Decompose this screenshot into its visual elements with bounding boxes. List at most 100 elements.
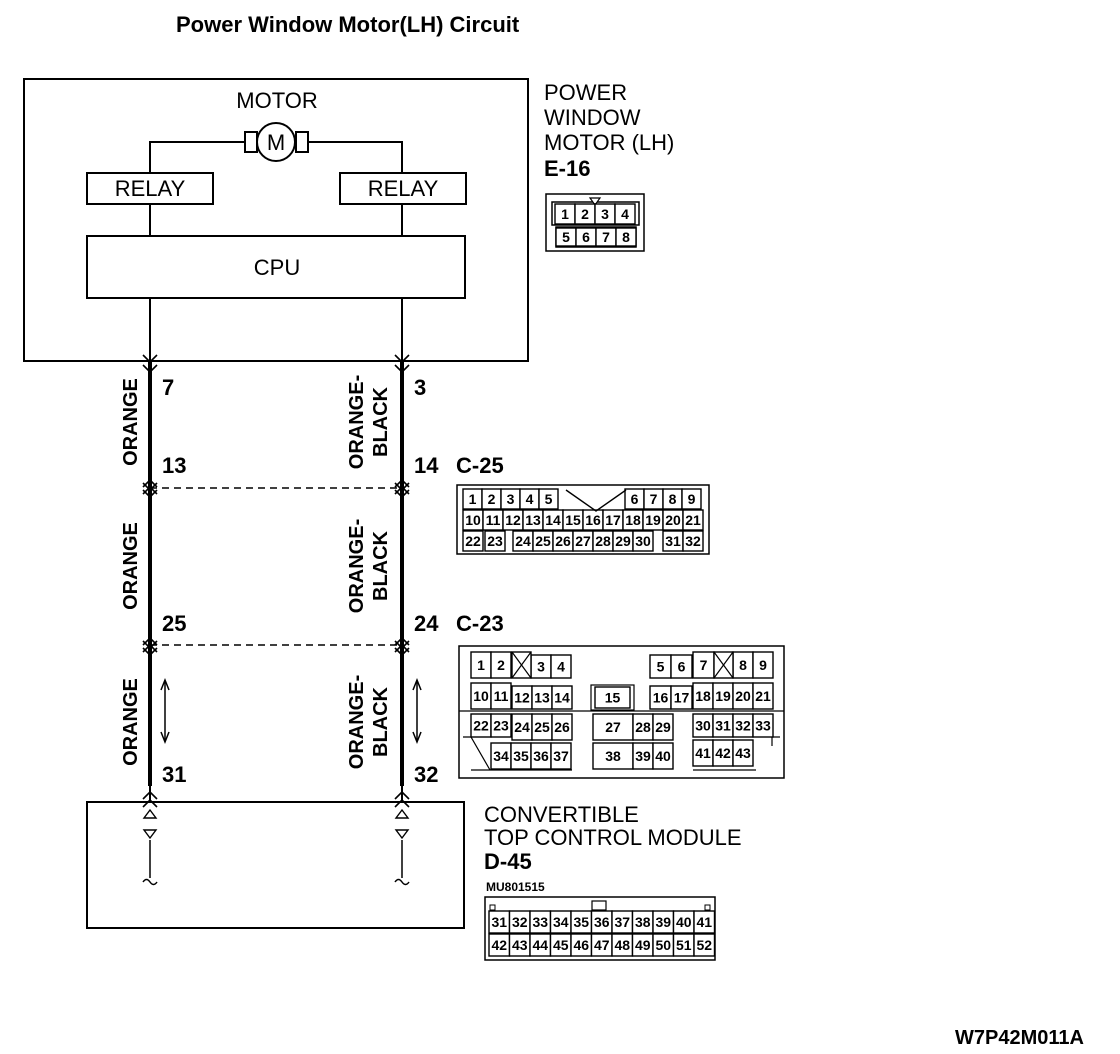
d45-pin-35: 35 — [570, 910, 593, 934]
svg-text:25: 25 — [535, 533, 551, 549]
c23-pin-18: 18 — [692, 682, 714, 710]
d45-pin-38: 38 — [631, 910, 654, 934]
c25-pin-17: 17 — [602, 509, 624, 531]
svg-text:25: 25 — [534, 719, 550, 735]
svg-text:6: 6 — [582, 229, 590, 245]
svg-text:26: 26 — [555, 533, 571, 549]
svg-text:20: 20 — [665, 512, 681, 528]
c25-pin-29: 29 — [612, 530, 634, 552]
svg-text:32: 32 — [685, 533, 701, 549]
c23-pin-20: 20 — [732, 682, 754, 710]
cpu-label: CPU — [254, 255, 300, 280]
c25-pin-13: 13 — [522, 509, 544, 531]
d45-pin-47: 47 — [590, 933, 613, 957]
e16-pin-1: 1 — [554, 203, 576, 225]
power-window-motor-label: POWER WINDOW MOTOR (LH) E-16 — [544, 80, 674, 181]
c25-pin-25: 25 — [532, 530, 554, 552]
d45-pin-36: 36 — [590, 910, 613, 934]
svg-text:26: 26 — [554, 719, 570, 735]
c23-pin-3: 3 — [530, 654, 552, 679]
svg-text:45: 45 — [553, 937, 569, 953]
c23-pin-2: 2 — [490, 651, 512, 679]
c25-pin-19: 19 — [642, 509, 664, 531]
svg-text:8: 8 — [669, 491, 677, 507]
d45-pin-41: 41 — [693, 910, 716, 934]
pin-right-d45: 32 — [414, 762, 438, 787]
svg-text:9: 9 — [688, 491, 696, 507]
svg-text:12: 12 — [505, 512, 521, 528]
d45-pin-45: 45 — [549, 933, 572, 957]
svg-text:24: 24 — [515, 533, 531, 549]
svg-text:28: 28 — [635, 719, 651, 735]
svg-text:47: 47 — [594, 937, 610, 953]
d45-pin-33: 33 — [529, 910, 552, 934]
pin-right-e16: 3 — [414, 375, 426, 400]
svg-text:39: 39 — [635, 748, 651, 764]
wire-color-left-2: ORANGE — [120, 522, 142, 610]
svg-text:13: 13 — [534, 690, 550, 706]
d45-pin-49: 49 — [631, 933, 654, 957]
svg-text:15: 15 — [565, 512, 581, 528]
wire-color-right-2-line-2: BLACK — [370, 530, 392, 601]
e16-pin-6: 6 — [575, 227, 597, 247]
svg-text:43: 43 — [512, 937, 528, 953]
svg-text:2: 2 — [488, 491, 496, 507]
terminal-icon-right — [394, 808, 410, 886]
d45-pin-50: 50 — [652, 933, 675, 957]
pin-left-e16: 7 — [162, 375, 174, 400]
c25-pin-5: 5 — [538, 488, 559, 510]
pin-left-c23: 25 — [162, 611, 186, 636]
connector-c25-id: C-25 — [456, 453, 504, 478]
c23-pin-42: 42 — [712, 739, 734, 767]
d45-pin-44: 44 — [529, 933, 552, 957]
c23-pin-21: 21 — [752, 682, 774, 710]
svg-text:33: 33 — [755, 718, 771, 734]
svg-text:4: 4 — [557, 659, 565, 675]
svg-text:34: 34 — [553, 914, 569, 930]
svg-text:18: 18 — [625, 512, 641, 528]
wire-color-right-3-line-1: ORANGE- — [346, 675, 368, 769]
c23-pin-17: 17 — [670, 685, 693, 710]
motor-label: MOTOR — [236, 88, 317, 113]
c23-pin-39: 39 — [632, 742, 654, 770]
diagram-title: Power Window Motor(LH) Circuit — [176, 12, 520, 37]
svg-text:28: 28 — [595, 533, 611, 549]
svg-text:2: 2 — [497, 657, 505, 673]
svg-text:7: 7 — [700, 657, 708, 673]
c23-pin-6: 6 — [670, 654, 693, 679]
d45-pin-43: 43 — [508, 933, 531, 957]
c23-pin-14: 14 — [551, 685, 573, 710]
svg-text:3: 3 — [537, 659, 545, 675]
terminal-icon-left — [142, 808, 158, 886]
svg-text:39: 39 — [655, 914, 671, 930]
c25-pin-14: 14 — [542, 509, 564, 531]
c23-pin-29: 29 — [652, 713, 674, 741]
c25-pin-3: 3 — [500, 488, 521, 510]
svg-text:5: 5 — [562, 229, 570, 245]
svg-text:37: 37 — [614, 914, 630, 930]
svg-text:32: 32 — [735, 718, 751, 734]
svg-text:3: 3 — [507, 491, 515, 507]
wire-color-right-1-line-2: BLACK — [370, 386, 392, 457]
svg-text:23: 23 — [493, 718, 509, 734]
svg-text:3: 3 — [601, 206, 609, 222]
c23-pin-10: 10 — [470, 682, 492, 710]
power-window-motor-unit: MOTOR M RELAY RELAY CPU — [23, 78, 529, 362]
c23-pin-31: 31 — [712, 713, 734, 738]
svg-text:27: 27 — [605, 719, 621, 735]
c25-pin-26: 26 — [552, 530, 574, 552]
svg-text:42: 42 — [491, 937, 507, 953]
c23-pin-34: 34 — [490, 742, 512, 770]
pin-left-d45: 31 — [162, 762, 186, 787]
wire-color-right-2-line-1: ORANGE- — [346, 519, 368, 613]
c23-pin-30: 30 — [692, 713, 714, 738]
c23-pin-35: 35 — [510, 742, 532, 770]
ctcm-name-line-2: TOP CONTROL MODULE — [484, 825, 742, 850]
svg-text:40: 40 — [655, 748, 671, 764]
d45-pin-52: 52 — [693, 933, 716, 957]
double-arrow-icon-right — [412, 677, 422, 745]
c25-pin-31: 31 — [662, 530, 684, 552]
e16-pin-4: 4 — [614, 203, 636, 225]
